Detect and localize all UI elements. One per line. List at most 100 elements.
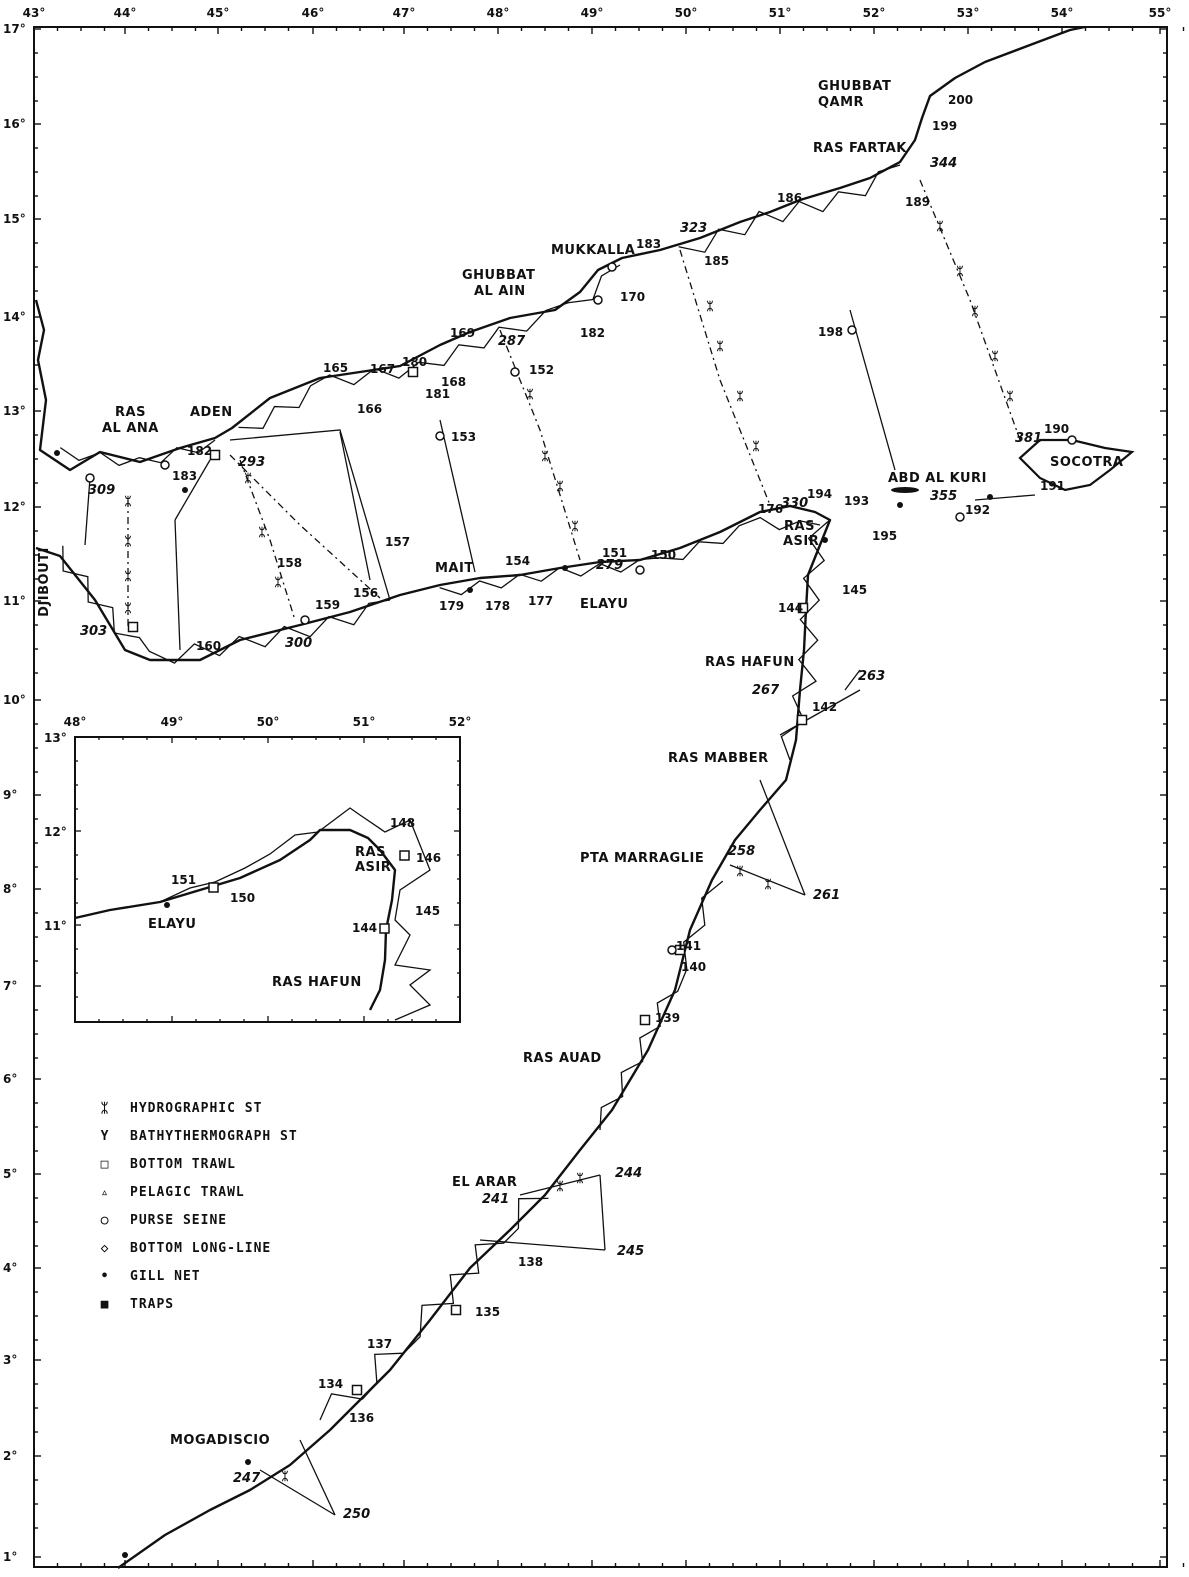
- map-frame: [33, 26, 1168, 1568]
- station-label-293: 293: [238, 455, 265, 470]
- lon-label-47: 47°: [393, 6, 416, 20]
- hydrographic-icon: ᛯ: [1006, 389, 1013, 403]
- gill-net-dot: [182, 487, 188, 493]
- inset-bottom-trawl-square: [399, 850, 410, 861]
- station-label-160: 160: [196, 639, 221, 653]
- place-ghubbat-qamr-line2: QAMR: [818, 95, 864, 110]
- hydrographic-icon: ᛯ: [124, 601, 131, 615]
- station-label-168: 168: [441, 375, 466, 389]
- lon-label-48: 48°: [487, 6, 510, 20]
- place-socotra: SOCOTRA: [1050, 455, 1123, 470]
- triangle-icon: ▵: [101, 1185, 110, 1200]
- inset-station-148: 148: [390, 816, 415, 830]
- station-label-381: 381: [1015, 431, 1042, 446]
- station-label-178: 178: [485, 599, 510, 613]
- track-aden-east: [238, 264, 621, 429]
- station-label-182: 182: [187, 444, 212, 458]
- station-label-153: 153: [451, 430, 476, 444]
- transect-line-6: [729, 864, 806, 896]
- station-label-137: 137: [367, 1337, 392, 1351]
- lon-label-45: 45°: [207, 6, 230, 20]
- legend-label-bathythermograph-st: BATHYTHERMOGRAPH ST: [130, 1129, 298, 1144]
- lat-label-4: 4°: [3, 1261, 17, 1275]
- station-label-169: 169: [450, 326, 475, 340]
- place-ras-hafun: RAS HAFUN: [705, 655, 795, 670]
- legend-item-bottom-trawl: □BOTTOM TRAWL: [101, 1157, 235, 1172]
- station-label-279: 279: [596, 558, 623, 573]
- station-label-179: 179: [439, 599, 464, 613]
- inset-station-151: 151: [171, 873, 196, 887]
- track-el-arar: [319, 1197, 549, 1421]
- station-label-177: 177: [528, 594, 553, 608]
- place-pta-marraglie: PTA MARRAGLIE: [580, 851, 704, 866]
- station-label-195: 195: [872, 529, 897, 543]
- hydrographic-icon: ᛯ: [124, 494, 131, 508]
- lat-label-13: 13°: [3, 404, 26, 418]
- station-label-145: 145: [842, 583, 867, 597]
- hydrographic-icon: ᛯ: [526, 387, 533, 401]
- hydrographic-icon: ᛯ: [124, 569, 131, 583]
- hydrographic-icon: ᛯ: [571, 519, 578, 533]
- legend-item-traps: ■TRAPS: [101, 1297, 174, 1312]
- transect-line-5: [759, 779, 806, 896]
- legend-label-pelagic-trawl: PELAGIC TRAWL: [130, 1185, 245, 1200]
- station-label-183: 183: [172, 469, 197, 483]
- track-aden-west: [59, 439, 216, 467]
- track-somali-north-west: [62, 545, 391, 664]
- transect-line-11: [299, 1439, 336, 1516]
- station-label-244: 244: [615, 1166, 642, 1181]
- transect-line-9: [519, 1174, 601, 1196]
- hydrographic-icon: ᛯ: [101, 1101, 110, 1116]
- place-ghubbat-qamr-line1: GHUBBAT: [818, 79, 891, 94]
- transect-line-4: [229, 429, 391, 601]
- inset-station-150: 150: [230, 891, 255, 905]
- station-label-166: 166: [357, 402, 382, 416]
- station-label-247: 247: [233, 1471, 261, 1486]
- purse-seine-circle: [510, 367, 520, 377]
- station-label-182: 182: [580, 326, 605, 340]
- gill-net-dot: [245, 1459, 251, 1465]
- hydrographic-icon: ᛯ: [281, 1469, 288, 1483]
- transect-line-15: [844, 669, 861, 691]
- station-label-309: 309: [88, 483, 115, 498]
- hydrographic-icon: ᛯ: [736, 864, 743, 878]
- purse-seine-circle: [607, 262, 617, 272]
- transect-line-16: [779, 689, 861, 736]
- hydrographic-icon: ᛯ: [971, 304, 978, 318]
- hydrographic-icon: ᛯ: [541, 449, 548, 463]
- hydrographic-icon: ᛯ: [124, 534, 131, 548]
- station-label-159: 159: [315, 598, 340, 612]
- lat-label-14: 14°: [3, 310, 26, 324]
- inset-place-ras-hafun: RAS HAFUN: [272, 975, 362, 990]
- place-ras-mabber: RAS MABBER: [668, 751, 769, 766]
- track-somali-north-east: [439, 516, 821, 596]
- bottom-trawl-square: [797, 602, 809, 614]
- lon-label-52: 52°: [863, 6, 886, 20]
- purse-seine-circle: [955, 512, 965, 522]
- gill-net-dot: [822, 537, 828, 543]
- hydro-section-5: [919, 179, 1021, 441]
- station-label-144: 144: [778, 601, 803, 615]
- hydro-section-3: [499, 329, 581, 561]
- inset-lon-label-51: 51°: [353, 715, 376, 729]
- station-label-193: 193: [844, 494, 869, 508]
- station-label-156: 156: [353, 586, 378, 600]
- lat-label-12: 12°: [3, 500, 26, 514]
- inset-lon-label-50: 50°: [257, 715, 280, 729]
- station-label-165: 165: [323, 361, 348, 375]
- lon-label-44: 44°: [114, 6, 137, 20]
- bottom-trawl-square: [209, 449, 221, 461]
- place-ras-auad: RAS AUAD: [523, 1051, 602, 1066]
- inset-station-146: 146: [416, 851, 441, 865]
- gill-net-dot: [562, 565, 568, 571]
- station-label-158: 158: [277, 556, 302, 570]
- place-ghubbat-al-ain-line2: AL AIN: [474, 284, 526, 299]
- hydrographic-icon: ᛯ: [244, 471, 251, 485]
- inset-station-144: 144: [352, 921, 377, 935]
- purse-seine-circle: [1067, 435, 1077, 445]
- legend-item-gill-net: •GILL NET: [101, 1269, 200, 1284]
- purse-seine-circle: [300, 615, 310, 625]
- inset-gill-net-dot: [164, 902, 170, 908]
- station-label-141: 141: [676, 939, 701, 953]
